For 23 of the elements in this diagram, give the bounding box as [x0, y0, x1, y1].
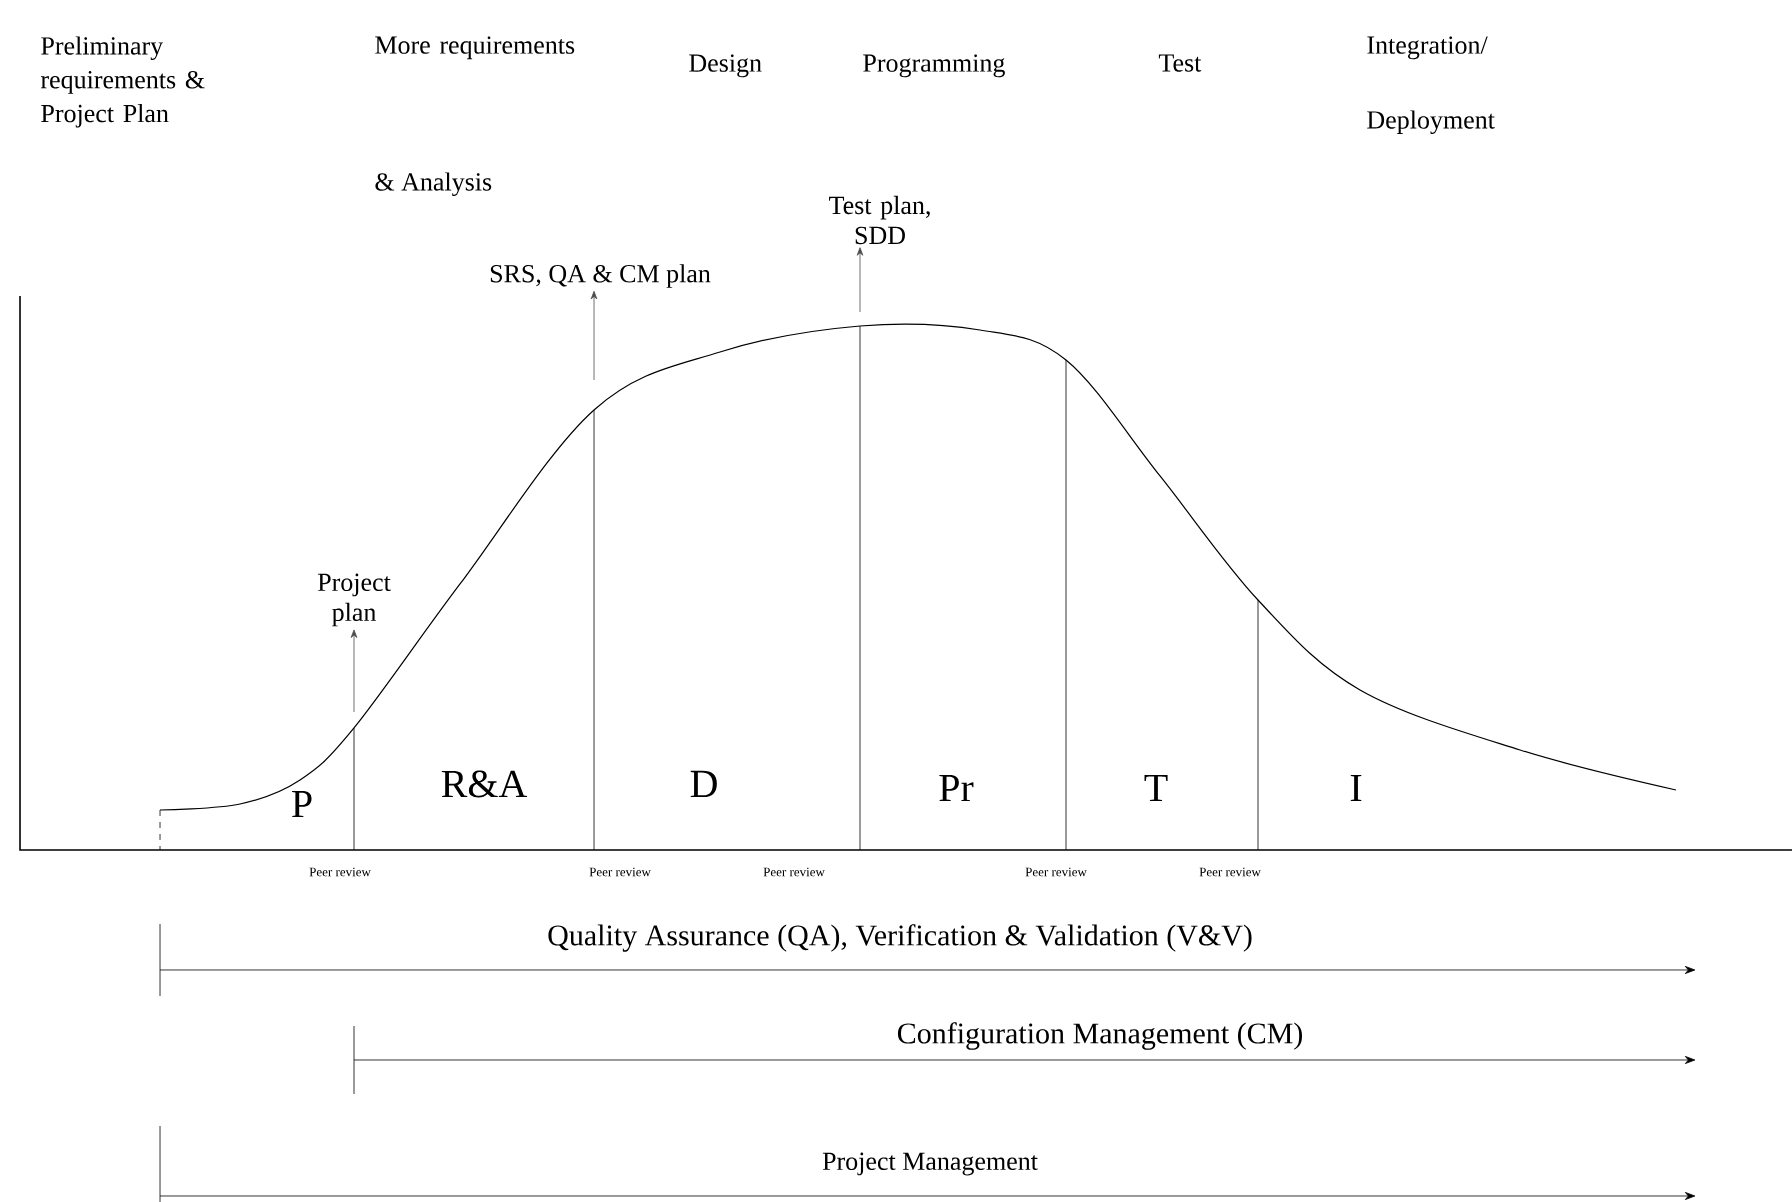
- callout-text: SRS, QA & CM plan: [490, 264, 711, 288]
- arrow: [856, 247, 864, 313]
- arrow: [350, 629, 358, 713]
- arrow: [590, 290, 598, 381]
- span-label: Quality Assurance (QA), Verification & Validation (V&V): [548, 924, 1252, 952]
- span-label: Configuration Management (CM): [897, 1022, 1302, 1050]
- phase-letter: I: [1350, 774, 1362, 802]
- callout-text: Test plan, SDD: [829, 195, 930, 245]
- phase-letter: R&A: [441, 770, 528, 798]
- phase-letter: D: [690, 770, 717, 798]
- phase-letter: P: [292, 790, 312, 818]
- phase-heading: Deployment: [1367, 110, 1495, 135]
- phase-heading: Integration/: [1367, 36, 1488, 60]
- phase-heading: Test: [1158, 54, 1202, 72]
- phase-letter: T: [1144, 774, 1168, 802]
- span-label: Project Management: [822, 1152, 1038, 1176]
- phase-heading: & Analysis: [375, 172, 492, 197]
- phase-heading: Programming: [863, 54, 1005, 78]
- callout-text: Project plan: [317, 573, 391, 627]
- phase-heading: More requirements: [375, 36, 575, 60]
- phase-letter: Pr: [939, 774, 974, 802]
- phase-heading: Design: [689, 54, 762, 78]
- phase-heading: Preliminary requirements & Project Plan: [40, 36, 205, 128]
